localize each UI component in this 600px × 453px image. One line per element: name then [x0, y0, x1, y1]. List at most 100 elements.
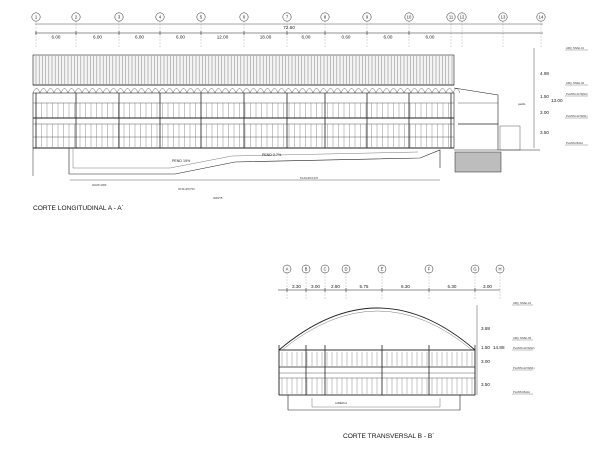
grid-label-b: D: [344, 267, 347, 272]
clerestory-arch: [417, 88, 426, 94]
clerestory-arch: [193, 88, 202, 94]
level-b-1: ARQ. NIVEL 10: [513, 301, 532, 305]
ramp-note-4: 3039/75: [213, 196, 223, 200]
clerestory-arch: [438, 88, 447, 94]
clerestory-arch: [333, 88, 342, 94]
clerestory-arch: [326, 88, 335, 94]
clerestory-arch: [305, 88, 314, 94]
height-dim-b-2: 1.50: [481, 345, 490, 350]
clerestory-arch: [284, 88, 293, 94]
clerestory-arch: [410, 88, 419, 94]
overall-height-a: 13.00: [551, 98, 563, 103]
grid-label-a: 3: [118, 15, 121, 20]
bay-dim-a: 18.00: [260, 35, 272, 40]
bay-dim-a: 6.00: [302, 35, 311, 40]
clerestory-arch: [256, 88, 265, 94]
clerestory-arch: [74, 88, 83, 94]
bay-dim-b: 3.00: [483, 284, 492, 289]
clerestory-arches-a: [32, 88, 461, 94]
clerestory-arch: [102, 88, 111, 94]
bay-dim-b: 5.75: [360, 284, 369, 289]
height-dim-a-4: 3.50: [540, 130, 549, 135]
clerestory-arch: [424, 88, 433, 94]
level-b-3: PLANTA ALTA(N2): [513, 346, 535, 350]
floors-a: [32, 92, 455, 149]
ramp-note-3: 51.04x25=1276: [300, 176, 319, 180]
grid-label-a: 4: [159, 15, 162, 20]
level-b-4: PLANTA ALTA(N1): [513, 366, 535, 370]
clerestory-arch: [200, 88, 209, 94]
clerestory-arch: [298, 88, 307, 94]
level-a-4: PLANTA ALTA(N1): [566, 114, 588, 118]
clerestory-arch: [249, 88, 258, 94]
grid-label-a: 9: [366, 15, 369, 20]
clerestory-arch: [81, 88, 90, 94]
section-a-title: CORTE LONGITUDINAL A - A´: [33, 205, 124, 212]
clerestory-arch: [130, 88, 139, 94]
clerestory-arch: [179, 88, 188, 94]
grid-label-b: C: [323, 267, 326, 272]
clerestory-arch: [403, 88, 412, 94]
clerestory-arch: [172, 88, 181, 94]
bay-dim-b: 3.00: [311, 284, 320, 289]
clerestory-arch: [312, 88, 321, 94]
clerestory-arch: [389, 88, 398, 94]
height-dim-a-1: 4.98: [540, 71, 549, 76]
ramp-a: PEND 19% PEND 2.7% 40x25=1000 30.51x25=7…: [68, 148, 441, 200]
overall-height-b: 14.88: [493, 345, 505, 350]
bay-dim-a: 6.00: [176, 35, 185, 40]
clerestory-arch: [53, 88, 62, 94]
clerestory-arch: [67, 88, 76, 94]
clerestory-arch: [354, 88, 363, 94]
grid-label-a: 1: [35, 15, 38, 20]
bay-dim-b: 6.30: [448, 284, 457, 289]
grid-label-a: 14: [539, 15, 544, 20]
roof-vault-a: [32, 54, 455, 86]
roof-vault-b: [278, 307, 476, 351]
grid-label-a: 7: [286, 15, 289, 20]
slope-label-2: PEND 2.7%: [262, 153, 282, 157]
height-dims-a: 4.98 1.50 3.00 3.50 13.00 ARQ. NIVEL 10 …: [533, 46, 588, 148]
clerestory-arch: [396, 88, 405, 94]
clerestory-arch: [340, 88, 349, 94]
bay-dim-a: 0.60: [342, 35, 351, 40]
grid-label-a: 11: [449, 15, 454, 20]
height-dim-a-3: 3.00: [540, 110, 549, 115]
clerestory-arch: [186, 88, 195, 94]
clerestory-arch: [452, 88, 461, 94]
grid-label-b: F: [428, 267, 431, 272]
clerestory-arch: [144, 88, 153, 94]
clerestory-arch: [242, 88, 251, 94]
grid-label-a: 12: [460, 15, 465, 20]
clerestory-arch: [263, 88, 272, 94]
clerestory-arch: [277, 88, 286, 94]
slope-label-1: PEND 19%: [172, 159, 191, 163]
body-b: ALBERCA: [278, 345, 476, 411]
clerestory-arch: [361, 88, 370, 94]
clerestory-arch: [368, 88, 377, 94]
level-a-5: PLANTA BAJA: [566, 141, 583, 145]
grid-label-b: G: [473, 267, 476, 272]
height-dim-b-3: 3.00: [481, 359, 490, 364]
clerestory-arch: [88, 88, 97, 94]
annex-a: pasillo: [453, 87, 526, 173]
clerestory-arch: [214, 88, 223, 94]
bay-dim-a: 6.00: [135, 35, 144, 40]
clerestory-arch: [158, 88, 167, 94]
bay-dim-a: 6.00: [52, 35, 61, 40]
level-b-5: PLANTA BAJA: [513, 390, 530, 394]
grid-label-b: B: [305, 267, 308, 272]
grid-label-a: 8: [324, 15, 327, 20]
grid-label-b: H: [498, 267, 501, 272]
bay-dim-a: 6.00: [93, 35, 102, 40]
level-a-3: PLANTA ALTA(N2): [566, 92, 588, 96]
grid-label-a: 10: [407, 15, 412, 20]
clerestory-arch: [39, 88, 48, 94]
clerestory-arch: [60, 88, 69, 94]
